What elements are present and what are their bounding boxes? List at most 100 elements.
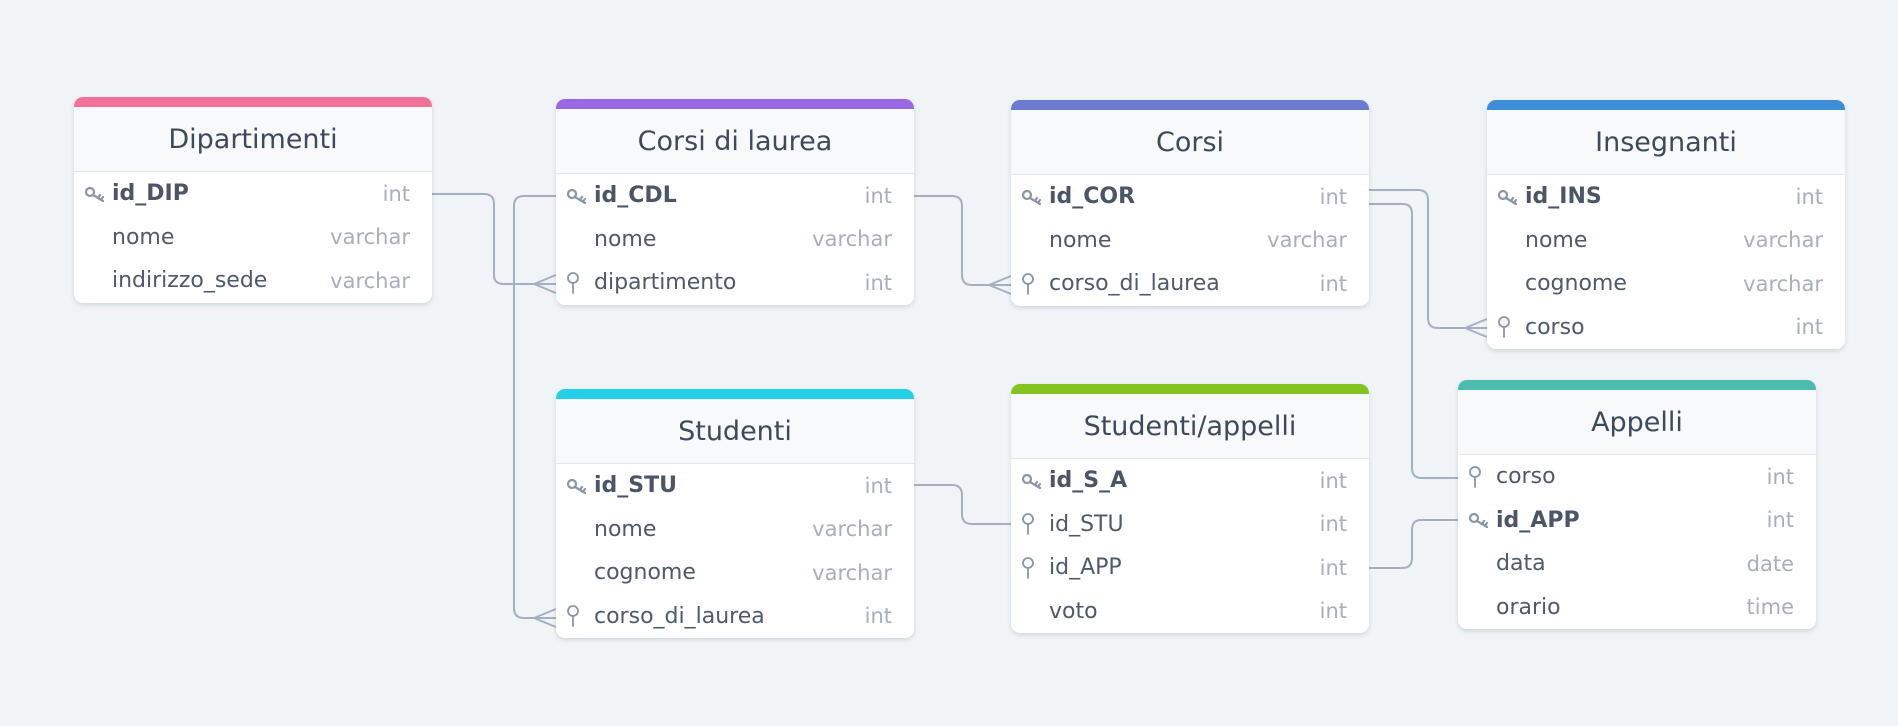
table-title[interactable]: Dipartimenti bbox=[74, 107, 432, 172]
field-row[interactable]: corso int bbox=[1458, 455, 1816, 499]
primary-key-icon bbox=[84, 181, 110, 207]
relation-line-cdl-corsi bbox=[914, 195, 1011, 286]
field-name: id_CDL bbox=[594, 183, 677, 209]
foreign-key-icon bbox=[1468, 464, 1494, 490]
relation-line-appelli-sa bbox=[1369, 519, 1458, 569]
field-row[interactable]: voto int bbox=[1011, 590, 1369, 634]
field-type: int bbox=[864, 183, 892, 208]
table-color-bar bbox=[1011, 100, 1369, 110]
field-row[interactable]: data date bbox=[1458, 542, 1816, 586]
foreign-key-icon bbox=[1021, 555, 1047, 581]
field-spacer bbox=[1021, 598, 1047, 624]
field-type: varchar bbox=[1743, 271, 1823, 296]
field-spacer bbox=[566, 560, 592, 586]
field-list: corso int id_APP int data date orario time bbox=[1458, 455, 1816, 629]
field-name: data bbox=[1496, 551, 1546, 577]
foreign-key-icon bbox=[1021, 271, 1047, 297]
field-name: nome bbox=[594, 516, 657, 542]
field-name: id_APP bbox=[1496, 507, 1580, 533]
field-row[interactable]: id_STU int bbox=[1011, 503, 1369, 547]
field-name: cognome bbox=[594, 560, 696, 586]
field-type: varchar bbox=[330, 268, 410, 293]
field-type: varchar bbox=[812, 560, 892, 585]
field-type: int bbox=[1319, 184, 1347, 209]
field-name: corso_di_laurea bbox=[1049, 271, 1220, 297]
field-type: varchar bbox=[1267, 228, 1347, 253]
foreign-key-icon bbox=[1021, 511, 1047, 537]
field-name: dipartimento bbox=[594, 270, 737, 296]
field-type: int bbox=[1319, 555, 1347, 580]
field-type: date bbox=[1746, 551, 1794, 576]
field-name: voto bbox=[1049, 598, 1098, 624]
field-row[interactable]: nome varchar bbox=[1487, 219, 1845, 263]
field-spacer bbox=[1497, 271, 1523, 297]
field-spacer bbox=[566, 516, 592, 542]
field-name: orario bbox=[1496, 594, 1561, 620]
crowfoot-many-icon bbox=[533, 608, 557, 628]
field-type: varchar bbox=[1743, 228, 1823, 253]
table-title[interactable]: Studenti bbox=[556, 399, 914, 464]
field-type: int bbox=[1319, 599, 1347, 624]
table-title[interactable]: Appelli bbox=[1458, 390, 1816, 455]
field-spacer bbox=[1497, 227, 1523, 253]
field-row[interactable]: orario time bbox=[1458, 586, 1816, 630]
foreign-key-icon bbox=[566, 270, 592, 296]
field-type: int bbox=[1766, 464, 1794, 489]
field-name: nome bbox=[112, 224, 175, 250]
field-row[interactable]: id_CDL int bbox=[556, 174, 914, 218]
crowfoot-many-icon bbox=[988, 275, 1012, 295]
table-title[interactable]: Studenti/appelli bbox=[1011, 394, 1369, 459]
field-name: id_STU bbox=[594, 473, 678, 499]
field-spacer bbox=[1468, 551, 1494, 577]
table-title[interactable]: Corsi bbox=[1011, 110, 1369, 175]
field-row[interactable]: id_COR int bbox=[1011, 175, 1369, 219]
field-type: int bbox=[1766, 508, 1794, 533]
crowfoot-many-icon bbox=[533, 274, 557, 294]
field-type: int bbox=[864, 604, 892, 629]
field-name: nome bbox=[594, 226, 657, 252]
table-color-bar bbox=[1458, 380, 1816, 390]
relation-line-cdl-studenti bbox=[513, 195, 556, 619]
field-row[interactable]: id_APP int bbox=[1458, 499, 1816, 543]
field-type: time bbox=[1746, 595, 1794, 620]
primary-key-icon bbox=[1468, 507, 1494, 533]
field-name: id_DIP bbox=[112, 181, 189, 207]
field-name: nome bbox=[1525, 227, 1588, 253]
table-title[interactable]: Insegnanti bbox=[1487, 110, 1845, 175]
field-name: corso bbox=[1496, 464, 1556, 490]
relation-line-corsi-insegnanti bbox=[1369, 189, 1487, 329]
field-name: id_COR bbox=[1049, 184, 1136, 210]
table-title[interactable]: Corsi di laurea bbox=[556, 109, 914, 174]
field-type: int bbox=[1319, 512, 1347, 537]
field-name: id_STU bbox=[1049, 511, 1124, 537]
field-row[interactable]: cognome varchar bbox=[556, 551, 914, 595]
table-color-bar bbox=[1487, 100, 1845, 110]
table-appelli[interactable]: Appelli corso int id_APP int data date orario t… bbox=[1458, 380, 1816, 629]
